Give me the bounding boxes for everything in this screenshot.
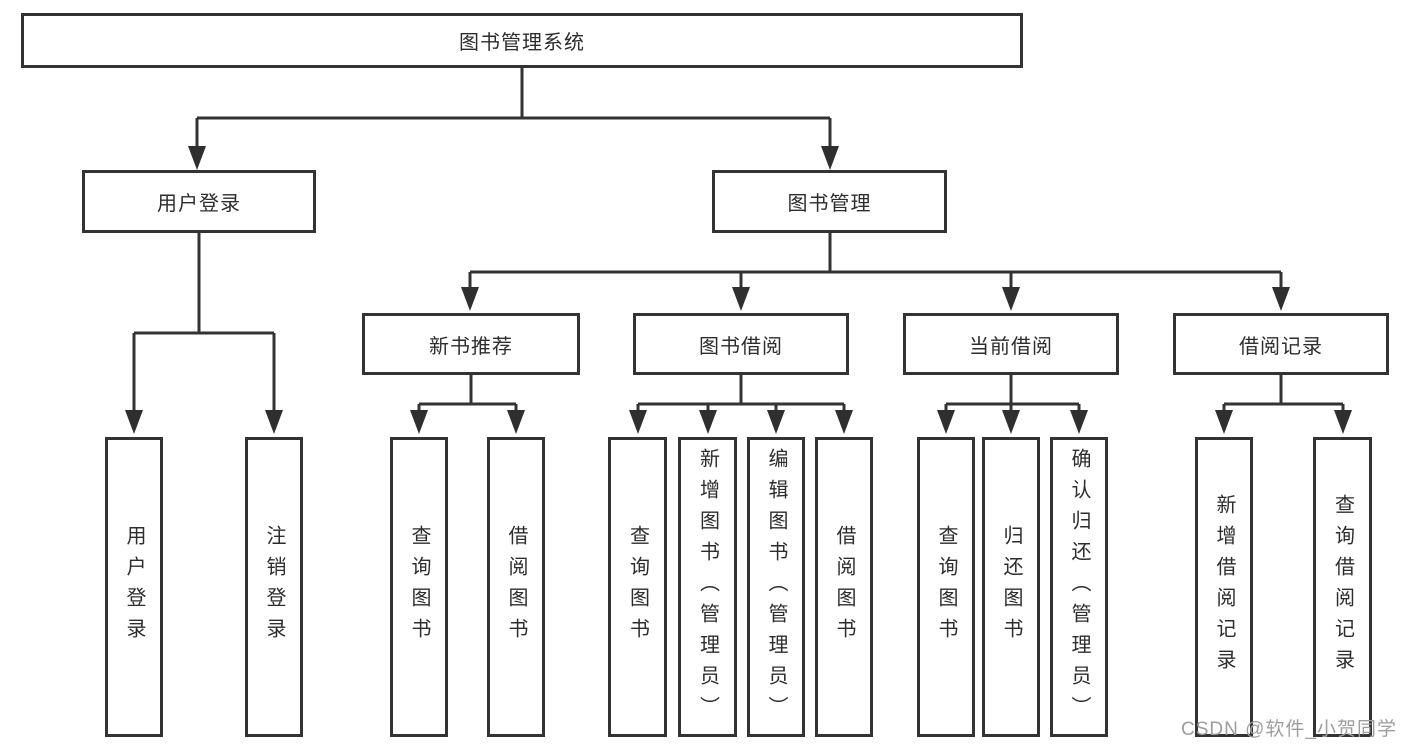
leaf-edit-books-admin: 编辑图书（管理员） [747, 437, 805, 737]
leaf-current-query-books-label: 查询图书 [935, 525, 957, 649]
leaf-confirm-return-admin: 确认归还（管理员） [1050, 437, 1108, 737]
leaf-add-books-admin-label: 新增图书（管理员） [696, 447, 719, 727]
leaf-user-login: 用户登录 [105, 437, 163, 737]
leaf-recommend-query-books-label: 查询图书 [408, 525, 430, 649]
leaf-confirm-return-admin-label: 确认归还（管理员） [1068, 447, 1090, 727]
node-book-management-label: 图书管理 [787, 193, 872, 215]
node-root: 图书管理系统 [21, 13, 1023, 68]
node-book-management: 图书管理 [712, 170, 947, 233]
node-user-login: 用户登录 [82, 170, 316, 233]
leaf-edit-books-admin-label: 编辑图书（管理员） [765, 447, 787, 727]
node-user-login-label: 用户登录 [157, 193, 241, 215]
node-new-book-recommend: 新书推荐 [362, 313, 580, 375]
node-root-label: 图书管理系统 [459, 32, 585, 54]
leaf-add-books-admin: 新增图书（管理员） [678, 437, 737, 737]
leaf-query-borrow-record: 查询借阅记录 [1313, 437, 1372, 737]
arrowheads [125, 146, 1352, 434]
leaf-return-books: 归还图书 [982, 437, 1040, 737]
leaf-recommend-borrow-books-label: 借阅图书 [505, 525, 527, 649]
node-book-borrow-label: 图书借阅 [699, 335, 783, 358]
leaf-borrow-query-books: 查询图书 [608, 437, 667, 737]
leaf-borrow-books-label: 借阅图书 [833, 525, 855, 649]
leaf-user-login-label: 用户登录 [123, 525, 145, 649]
leaf-logout: 注销登录 [245, 437, 303, 737]
leaf-add-borrow-record-label: 新增借阅记录 [1213, 494, 1235, 680]
node-current-borrow-label: 当前借阅 [969, 335, 1053, 358]
leaf-logout-label: 注销登录 [263, 525, 285, 649]
leaf-recommend-query-books: 查询图书 [390, 437, 448, 737]
leaf-borrow-books: 借阅图书 [815, 437, 873, 737]
node-borrow-records-label: 借阅记录 [1239, 335, 1323, 358]
leaf-recommend-borrow-books: 借阅图书 [487, 437, 545, 737]
leaf-current-query-books: 查询图书 [917, 437, 975, 737]
leaf-query-borrow-record-label: 查询借阅记录 [1331, 494, 1354, 680]
node-new-book-recommend-label: 新书推荐 [429, 335, 513, 358]
node-current-borrow: 当前借阅 [903, 313, 1119, 375]
node-book-borrow: 图书借阅 [633, 313, 849, 375]
watermark: CSDN @软件_小贺同学 [1181, 719, 1397, 740]
leaf-return-books-label: 归还图书 [1000, 525, 1022, 649]
node-borrow-records: 借阅记录 [1173, 313, 1389, 375]
leaf-add-borrow-record: 新增借阅记录 [1195, 437, 1253, 737]
leaf-borrow-query-books-label: 查询图书 [626, 525, 649, 649]
